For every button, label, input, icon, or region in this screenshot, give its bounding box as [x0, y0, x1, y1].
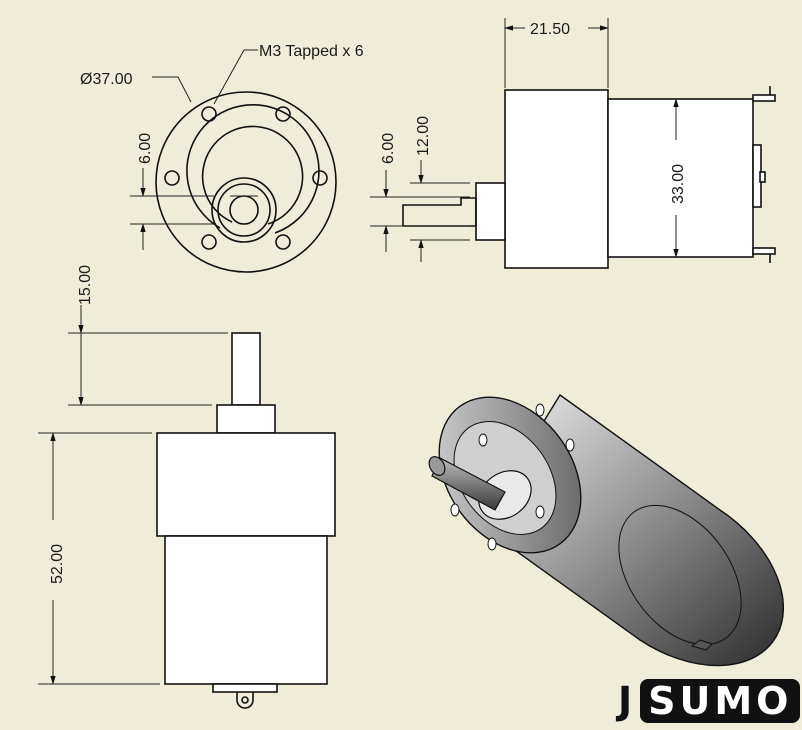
logo-prefix: J [618, 679, 635, 723]
logo-boxed-text: SUMO [640, 679, 801, 723]
front-view: Ø37.00 M3 Tapped x 6 6.00 [80, 43, 364, 273]
top-view: 15.00 52.00 [38, 265, 336, 709]
tapped-holes-label: M3 Tapped x 6 [259, 43, 364, 60]
shaft-flat-dimension: 6.00 [380, 133, 397, 164]
shaft-length-dimension: 15.00 [77, 265, 94, 305]
body-depth-dimension: 21.50 [530, 21, 570, 38]
motor-diameter-dimension: 33.00 [670, 164, 687, 204]
boss-diameter-dimension: 12.00 [415, 116, 432, 156]
body-length-dimension: 52.00 [49, 544, 66, 584]
side-view: 21.50 33.00 6.00 12.00 [370, 18, 776, 269]
jsumo-logo: J SUMO [618, 678, 801, 724]
offset-dimension: 6.00 [137, 133, 154, 164]
diameter-dimension: Ø37.00 [80, 71, 133, 88]
isometric-view [428, 393, 785, 667]
